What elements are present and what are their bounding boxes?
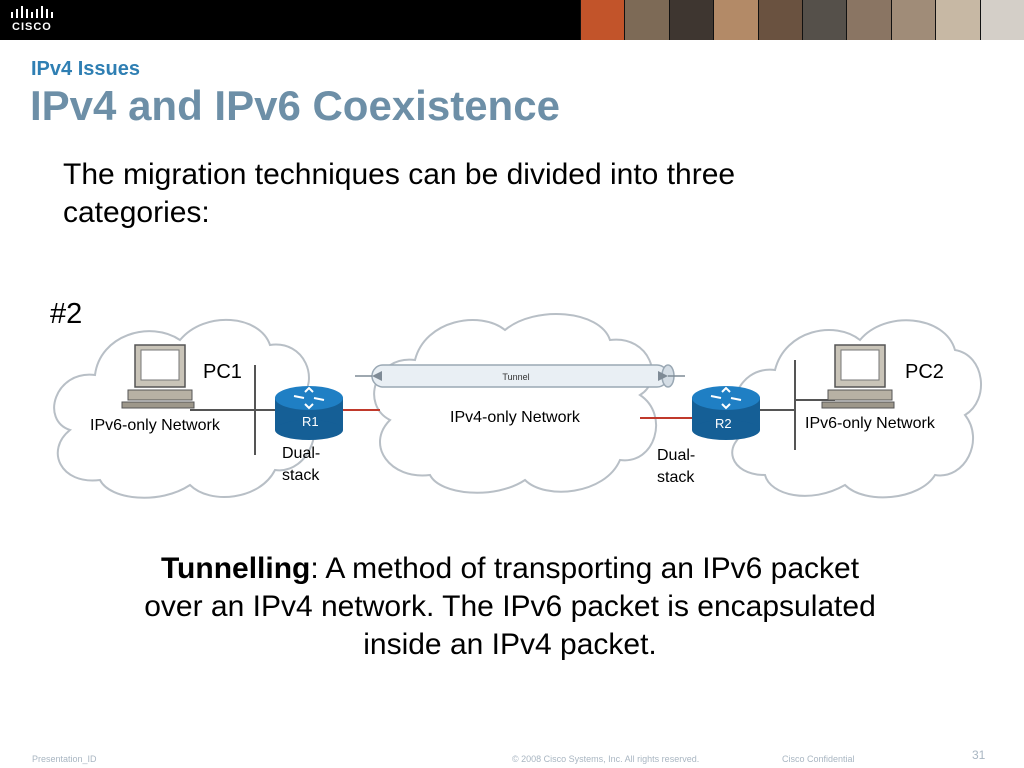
header-photo: [580, 0, 625, 40]
footer-confidential: Cisco Confidential: [782, 754, 855, 764]
intro-text: The migration techniques can be divided …: [63, 158, 736, 229]
category-marker: #2: [50, 298, 83, 330]
cisco-logo: CISCO: [8, 4, 68, 36]
tunnel-diagram: Tunnel PC1 PC2 IPv6-only Network IPv6-on…: [53, 313, 982, 499]
logo-text: CISCO: [12, 21, 52, 33]
tunnelling-caption: Tunnelling: A method of transporting an …: [140, 550, 880, 664]
caption-term: Tunnelling: [160, 552, 311, 585]
router-r1-icon: [275, 386, 343, 440]
router-r2-icon: [692, 386, 760, 440]
header-photo: [802, 0, 847, 40]
header-photo: [846, 0, 891, 40]
header-photo: [624, 0, 669, 40]
dual-stack-1-line2: stack: [282, 467, 320, 484]
r1-label: R1: [302, 414, 319, 429]
pc1-computer-icon: [121, 344, 195, 409]
dual-stack-2-line1: Dual-: [657, 447, 695, 464]
center-network-label: IPv4-only Network: [450, 409, 581, 426]
page-number: 31: [972, 748, 986, 762]
header-photo: [668, 0, 714, 40]
dual-stack-1-line1: Dual-: [282, 445, 320, 462]
header-photo: [979, 0, 1024, 40]
tunnel-label: Tunnel: [502, 372, 529, 382]
header-photo: [890, 0, 936, 40]
header-photo: [757, 0, 803, 40]
slide-title: IPv4 and IPv6 Coexistence: [30, 82, 560, 129]
header-photo: [935, 0, 980, 40]
pc2-label: PC2: [905, 361, 944, 383]
footer-presentation-id: Presentation_ID: [32, 754, 97, 764]
header-bar: CISCO: [0, 0, 1024, 40]
center-cloud: [373, 313, 657, 494]
header-photo: [713, 0, 758, 40]
right-network-label: IPv6-only Network: [805, 415, 936, 432]
r2-label: R2: [715, 416, 732, 431]
dual-stack-2-line2: stack: [657, 469, 695, 486]
slide-subtitle: IPv4 Issues: [31, 58, 140, 80]
left-network-label: IPv6-only Network: [90, 417, 221, 434]
caption-definition: : A method of transporting an IPv6 packe…: [144, 552, 876, 661]
pc1-label: PC1: [203, 361, 242, 383]
pc2-computer-icon: [821, 344, 895, 409]
header-photo-strip: [580, 0, 1024, 40]
tunnel-pipe: [355, 364, 685, 388]
footer-copyright: © 2008 Cisco Systems, Inc. All rights re…: [512, 754, 700, 764]
cisco-bars-icon: [11, 6, 53, 18]
